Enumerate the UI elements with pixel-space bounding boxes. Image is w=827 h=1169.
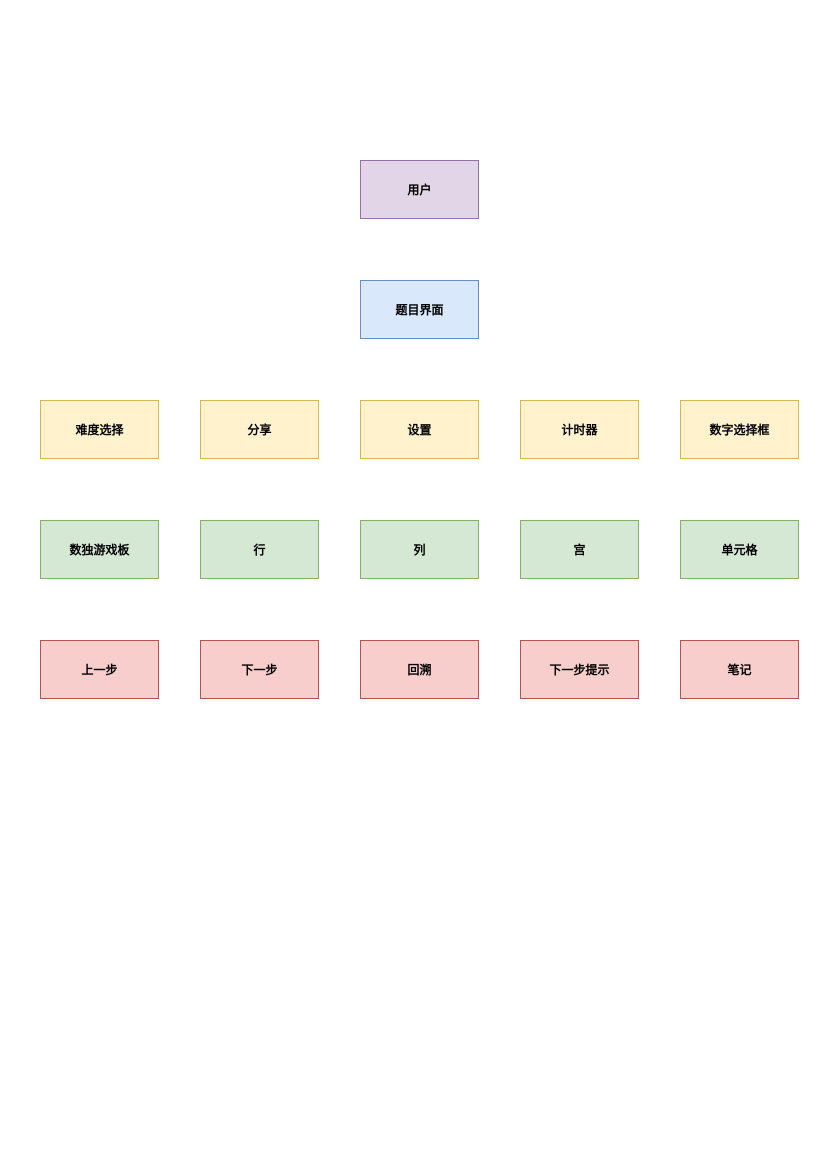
node-cell: 单元格: [680, 520, 799, 579]
node-notes: 笔记: [680, 640, 799, 699]
node-label: 数独游戏板: [69, 543, 130, 557]
node-label: 题目界面: [395, 303, 444, 317]
node-label: 设置: [407, 423, 432, 437]
node-label: 计时器: [561, 423, 598, 437]
node-timer: 计时器: [520, 400, 639, 459]
node-share: 分享: [200, 400, 319, 459]
node-question-screen: 题目界面: [360, 280, 479, 339]
node-label: 下一步提示: [549, 663, 610, 677]
node-label: 难度选择: [75, 423, 124, 437]
node-redo: 下一步: [200, 640, 319, 699]
node-label: 宫: [573, 543, 586, 557]
node-label: 列: [413, 543, 426, 557]
node-label: 行: [253, 543, 266, 557]
node-row: 行: [200, 520, 319, 579]
node-settings: 设置: [360, 400, 479, 459]
node-box: 宫: [520, 520, 639, 579]
node-label: 数字选择框: [709, 423, 770, 437]
node-number-picker: 数字选择框: [680, 400, 799, 459]
node-label: 单元格: [721, 543, 758, 557]
node-user: 用户: [360, 160, 479, 219]
node-sudoku-board: 数独游戏板: [40, 520, 159, 579]
node-label: 回溯: [407, 663, 432, 677]
node-undo: 上一步: [40, 640, 159, 699]
node-backtrack: 回溯: [360, 640, 479, 699]
node-label: 笔记: [727, 663, 752, 677]
node-column: 列: [360, 520, 479, 579]
node-next-hint: 下一步提示: [520, 640, 639, 699]
node-label: 用户: [407, 183, 432, 197]
node-label: 下一步: [241, 663, 278, 677]
node-label: 上一步: [81, 663, 118, 677]
node-label: 分享: [247, 423, 272, 437]
node-difficulty-select: 难度选择: [40, 400, 159, 459]
